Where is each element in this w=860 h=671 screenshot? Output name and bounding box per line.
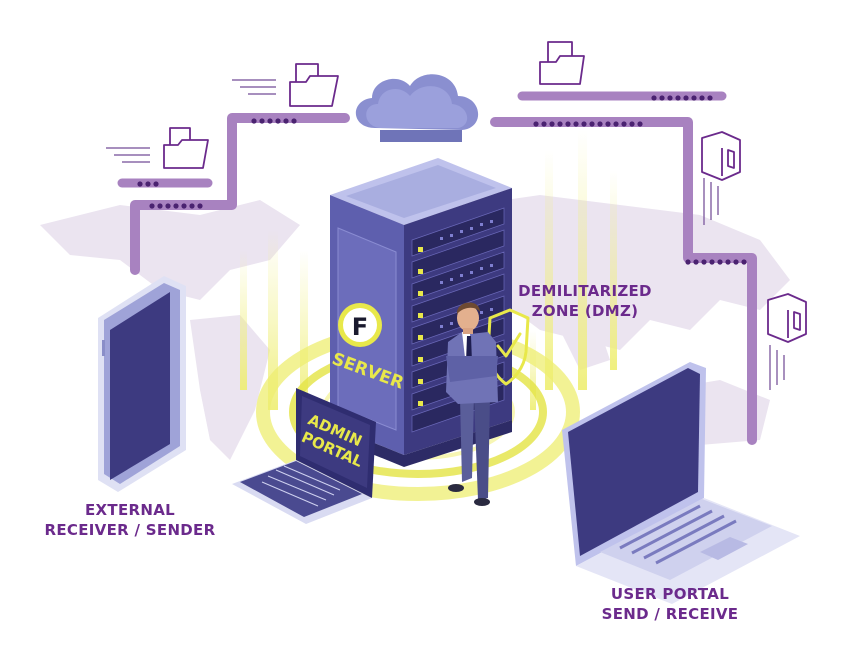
dmz-label: DEMILITARIZED ZONE (DMZ) xyxy=(510,281,660,321)
folder-icon xyxy=(539,41,585,85)
server-logo: F xyxy=(338,303,382,347)
external-label: EXTERNAL RECEIVER / SENDER xyxy=(30,500,230,540)
folder-icon xyxy=(289,63,339,107)
file-stack-icon xyxy=(767,293,807,343)
folder-icon xyxy=(163,127,209,169)
external-label-line2: RECEIVER / SENDER xyxy=(44,521,216,539)
user-portal-label-line1: USER PORTAL xyxy=(610,585,730,603)
smartphone xyxy=(98,276,186,492)
dmz-label-line2: ZONE (DMZ) xyxy=(531,302,639,320)
server-logo-letter: F xyxy=(352,313,368,341)
person-icon xyxy=(446,302,498,506)
cloud-icon xyxy=(355,74,479,142)
user-portal-label: USER PORTAL SEND / RECEIVE xyxy=(585,584,755,624)
external-label-line1: EXTERNAL xyxy=(85,501,175,519)
file-stack-icon xyxy=(701,131,741,181)
user-portal-label-line2: SEND / RECEIVE xyxy=(601,605,739,623)
dmz-label-line1: DEMILITARIZED xyxy=(518,282,652,300)
admin-laptop: ADMIN PORTAL xyxy=(232,388,376,524)
light-beams xyxy=(240,130,617,410)
motion-lines xyxy=(106,79,785,390)
line-left xyxy=(130,113,350,275)
user-laptop xyxy=(562,362,800,604)
packet-dots xyxy=(137,95,747,265)
